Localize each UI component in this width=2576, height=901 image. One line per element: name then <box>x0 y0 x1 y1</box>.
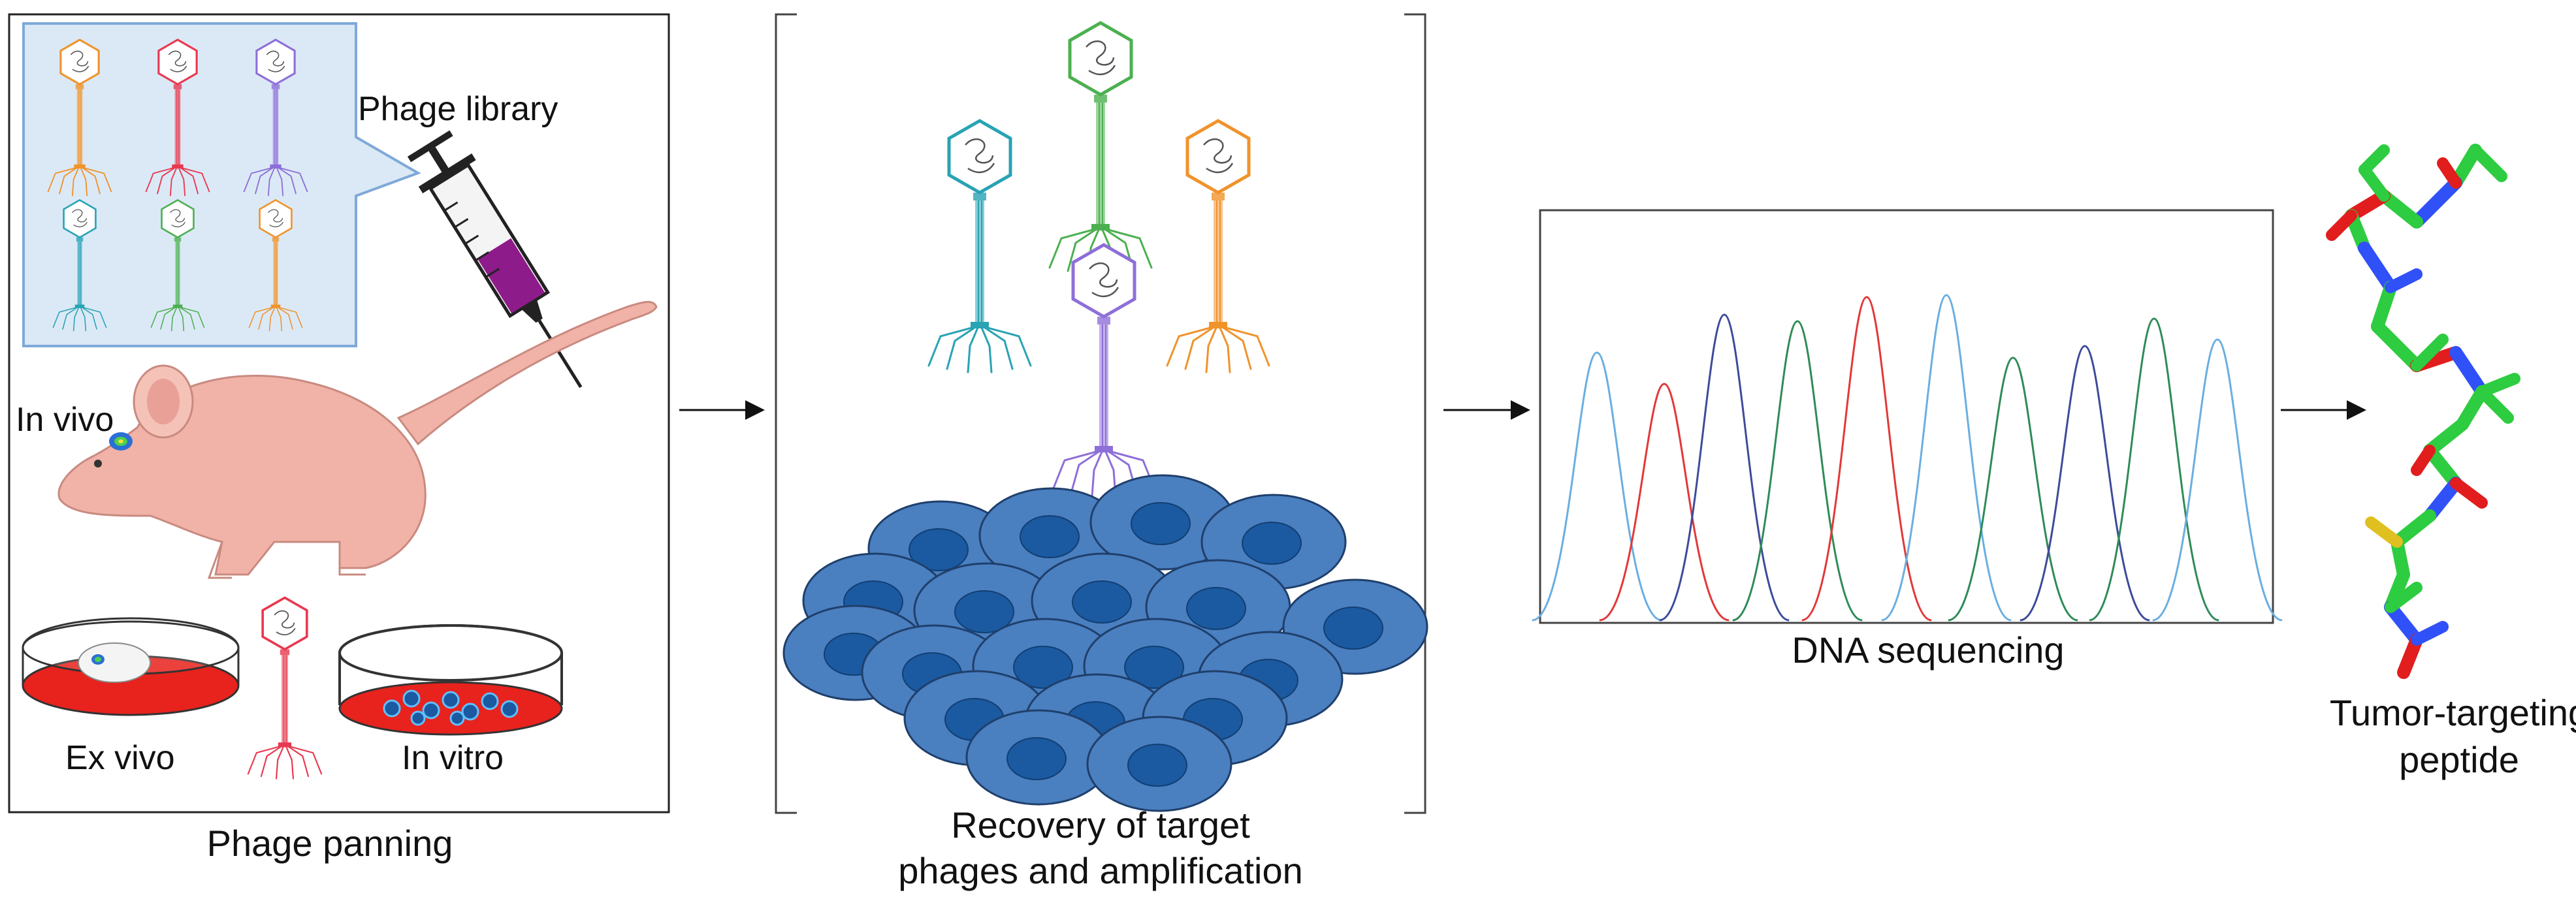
peptide-side-chain <box>2385 268 2423 293</box>
peptide-side-chain <box>2411 334 2449 371</box>
peptide-bond <box>2391 509 2436 548</box>
peptide-side-chain <box>2450 477 2488 509</box>
peptide-side-chain <box>2326 210 2357 241</box>
recovery-caption-line1: Recovery of target <box>951 804 1250 846</box>
chromatogram-peak <box>1732 320 1863 622</box>
dna-sequencing-caption: DNA sequencing <box>1792 629 2065 671</box>
peptide-bond <box>2371 281 2397 333</box>
peptide-side-chain <box>2365 516 2403 548</box>
petri-dish-icon <box>338 624 563 736</box>
ex-vivo-label: Ex vivo <box>65 739 175 777</box>
chromatogram-peak <box>2020 345 2150 622</box>
recovery-caption-line2: phages and amplification <box>898 850 1303 891</box>
peptide-bond <box>2423 477 2462 522</box>
petri-dish-icon <box>22 617 240 716</box>
peptide-bond <box>2384 601 2423 646</box>
peptide-bond <box>2358 242 2397 294</box>
chromatogram-traces <box>1532 294 2283 622</box>
in-vitro-label: In vitro <box>402 739 504 777</box>
peptide-bond <box>2377 189 2423 229</box>
bacteriophage-icon <box>929 23 1269 496</box>
chromatogram-peak <box>2152 338 2283 622</box>
chromatogram-peak <box>1881 294 2012 622</box>
syringe-icon <box>407 130 583 388</box>
phage-panning-frame <box>8 13 670 814</box>
recovery-bracket-left <box>775 13 797 814</box>
peptide-bond <box>2423 418 2469 457</box>
recovery-bracket-right <box>1404 13 1426 814</box>
peptide-side-chain <box>2476 386 2514 424</box>
peptide-side-chain <box>2437 157 2462 189</box>
chromatogram-peak <box>1532 351 1662 622</box>
peptide-caption-line1: Tumor-targeting <box>2329 692 2576 733</box>
phage-library-box <box>22 22 421 347</box>
bacteriophage-icon <box>247 596 323 780</box>
peptide-side-chain <box>2470 144 2507 182</box>
mouse-illustration <box>57 301 658 579</box>
peptide-side-chain <box>2385 582 2423 613</box>
chromatogram-peak <box>1801 296 1932 622</box>
peptide-side-chain <box>2411 621 2449 646</box>
chromatogram-peak <box>1948 356 2078 622</box>
cell-cluster-illustration <box>782 474 1428 812</box>
phage-panning-caption: Phage panning <box>206 823 453 864</box>
peptide-molecule-illustration <box>2326 144 2520 679</box>
peptide-bond <box>2449 346 2488 398</box>
in-vivo-label: In vivo <box>16 401 114 439</box>
phage-library-label: Phage library <box>358 90 558 128</box>
chromatogram-peak <box>2089 317 2219 622</box>
peptide-bond <box>2371 320 2423 372</box>
peptide-bond <box>2423 444 2462 490</box>
peptide-bond <box>2410 176 2462 229</box>
peptide-side-chain <box>2359 144 2390 176</box>
peptide-side-chain <box>2411 445 2436 476</box>
peptide-caption-line2: peptide <box>2399 739 2519 780</box>
chromatogram-peak <box>1599 383 1730 622</box>
